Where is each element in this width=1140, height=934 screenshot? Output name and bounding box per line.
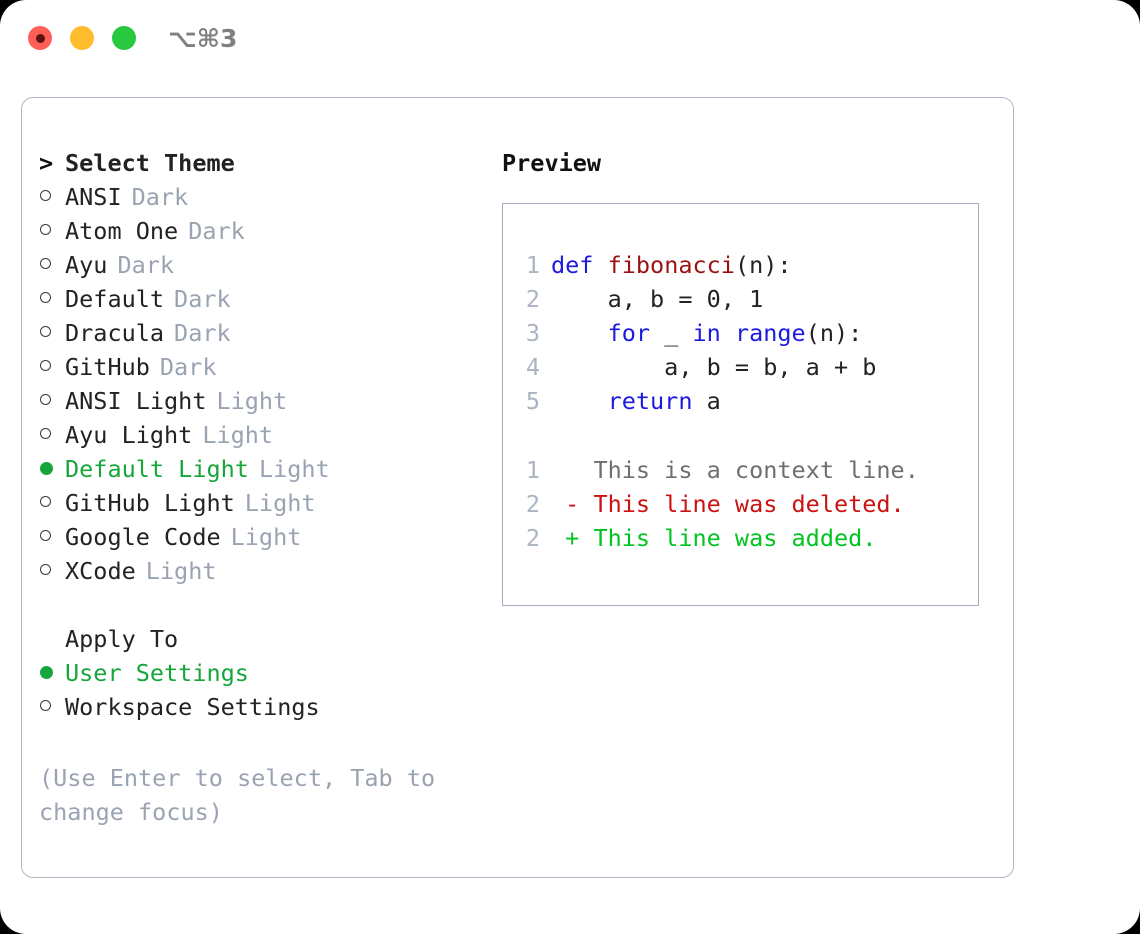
line-number: 3 [525, 319, 540, 347]
theme-list-item[interactable]: ANSI Light Light [39, 384, 479, 418]
code-line: 5 return a [514, 384, 972, 418]
code-token-indent [551, 387, 608, 415]
code-text: for _ in range(n): [551, 316, 863, 350]
theme-list-item[interactable]: Dracula Dark [39, 316, 479, 350]
preview-title: Preview [502, 149, 602, 177]
minimize-button[interactable] [70, 26, 94, 50]
theme-list-item[interactable]: Ayu Dark [39, 248, 479, 282]
theme-variant-tag: Dark [131, 183, 189, 211]
theme-list-item[interactable]: ANSI Dark [39, 180, 479, 214]
code-token-keyword: def [551, 251, 594, 279]
line-number: 4 [525, 353, 540, 381]
theme-variant-tag: Light [244, 489, 316, 517]
code-text: return a [551, 384, 721, 418]
diff-text: This is a context line. [551, 456, 919, 484]
code-text: a, b = 0, 1 [551, 285, 764, 313]
preview-column: Preview 1 def fibonacci(n): 2 a, b = 0, … [502, 146, 982, 606]
code-preview-content: 1 def fibonacci(n): 2 a, b = 0, 1 3 for … [514, 248, 972, 555]
theme-name: Dracula [65, 319, 165, 347]
code-token-keyword: for [607, 319, 651, 347]
line-number: 5 [525, 387, 540, 415]
zoom-button[interactable] [112, 26, 136, 50]
code-text: def fibonacci(n): [551, 248, 792, 282]
apply-to-item-selected[interactable]: User Settings [39, 656, 479, 690]
code-blank-line [514, 418, 972, 453]
diff-line-context: 1 This is a context line. [514, 453, 972, 487]
code-token-plain: (n): [734, 251, 792, 279]
theme-list-column: > Select Theme ANSI Dark Atom One Dark A… [39, 146, 479, 724]
traffic-light-buttons [28, 26, 136, 50]
theme-name: Default [65, 285, 165, 313]
theme-variant-tag: Light [202, 421, 274, 449]
prompt-caret-icon: > [39, 149, 54, 177]
code-line: 3 for _ in range(n): [514, 316, 972, 350]
theme-list-item-selected[interactable]: Default Light Light [39, 452, 479, 486]
theme-name: ANSI [65, 183, 122, 211]
theme-name: GitHub Light [65, 489, 235, 517]
theme-name: Ayu Light [65, 421, 193, 449]
code-token-keyword: return [607, 387, 693, 415]
title-bar: ⌥⌘3 [0, 0, 1140, 78]
code-text: a, b = b, a + b [551, 353, 877, 381]
code-line: 1 def fibonacci(n): [514, 248, 972, 282]
theme-variant-tag: Dark [188, 217, 245, 245]
line-number: 2 [525, 285, 540, 313]
apply-to-option-label: User Settings [65, 659, 249, 687]
line-number: 2 [525, 490, 540, 518]
diff-text: + This line was added. [551, 524, 877, 552]
theme-list-item[interactable]: Google Code Light [39, 520, 479, 554]
diff-line-added: 2 + This line was added. [514, 521, 972, 555]
code-token-plain: a [692, 387, 721, 415]
code-token-space [721, 319, 735, 347]
line-number: 1 [525, 251, 540, 279]
apply-to-item[interactable]: Workspace Settings [39, 690, 479, 724]
theme-variant-tag: Light [216, 387, 288, 415]
theme-name: Default Light [65, 455, 249, 483]
diff-text: - This line was deleted. [551, 490, 905, 518]
theme-list-item[interactable]: Atom One Dark [39, 214, 479, 248]
theme-name: ANSI Light [65, 387, 207, 415]
diff-line-deleted: 2 - This line was deleted. [514, 487, 972, 521]
code-preview-box: 1 def fibonacci(n): 2 a, b = 0, 1 3 for … [502, 203, 979, 606]
apply-to-header: Apply To [39, 622, 479, 656]
theme-variant-tag: Dark [159, 353, 217, 381]
theme-variant-tag: Dark [117, 251, 175, 279]
code-token-builtin: range [734, 319, 806, 347]
apply-to-header-label: Apply To [65, 625, 179, 653]
theme-variant-tag: Dark [174, 285, 231, 313]
theme-variant-tag: Dark [174, 319, 231, 347]
theme-variant-tag: Light [145, 557, 217, 585]
theme-variant-tag: Light [230, 523, 302, 551]
select-theme-header: > Select Theme [39, 146, 479, 180]
theme-name: Google Code [65, 523, 221, 551]
code-token-function: fibonacci [607, 251, 735, 279]
code-token-plain: (n): [805, 319, 863, 347]
code-token-indent [551, 319, 608, 347]
theme-name: Ayu [65, 251, 108, 279]
theme-name: Atom One [65, 217, 179, 245]
code-token-keyword: in [692, 319, 721, 347]
code-token-plain: _ [650, 319, 693, 347]
theme-picker-panel: > Select Theme ANSI Dark Atom One Dark A… [21, 97, 1014, 878]
theme-list-item[interactable]: Ayu Light Light [39, 418, 479, 452]
close-button[interactable] [28, 26, 52, 50]
list-spacer [39, 588, 479, 622]
line-number: 1 [525, 456, 540, 484]
apply-to-option-label: Workspace Settings [65, 693, 320, 721]
theme-list-item[interactable]: GitHub Light Light [39, 486, 479, 520]
keyboard-shortcut-label: ⌥⌘3 [168, 24, 238, 53]
theme-name: GitHub [65, 353, 150, 381]
theme-variant-tag: Light [258, 455, 330, 483]
theme-list-item[interactable]: XCode Light [39, 554, 479, 588]
theme-list-item[interactable]: GitHub Dark [39, 350, 479, 384]
keyboard-hint-text: (Use Enter to select, Tab to change focu… [39, 764, 436, 826]
code-token-space [593, 251, 607, 279]
line-number: 2 [525, 524, 540, 552]
code-line: 2 a, b = 0, 1 [514, 282, 972, 316]
theme-name: XCode [65, 557, 136, 585]
theme-list-item[interactable]: Default Dark [39, 282, 479, 316]
code-line: 4 a, b = b, a + b [514, 350, 972, 384]
select-theme-header-label: Select Theme [65, 149, 235, 177]
